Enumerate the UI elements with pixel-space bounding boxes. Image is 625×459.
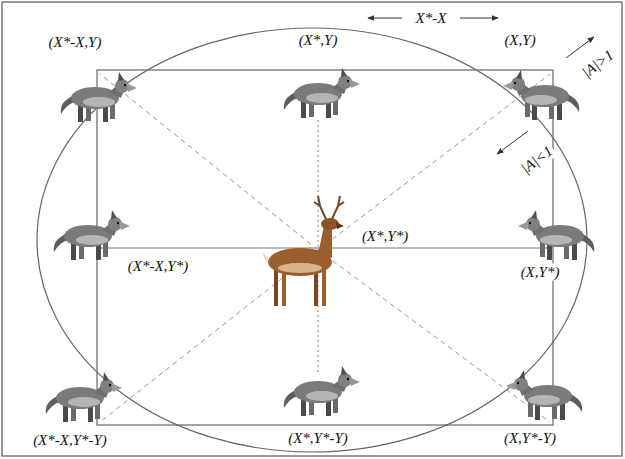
wolf-figure — [518, 210, 594, 260]
inward-arrow — [497, 131, 528, 154]
search-circle — [37, 28, 587, 452]
wolf-figure — [503, 70, 579, 120]
wolf-figure — [54, 210, 130, 260]
wolves — [46, 68, 595, 422]
arrow-left — [368, 18, 402, 19]
wolf-figure — [506, 370, 582, 420]
deer — [262, 196, 344, 306]
wolf-figure — [61, 72, 137, 122]
position-label: (X*,Y*-Y) — [286, 430, 350, 447]
position-label: (X*-X,Y) — [47, 34, 104, 51]
dotted-axis — [317, 120, 318, 372]
position-label: (X,Y*-Y) — [502, 430, 558, 447]
wolf-figure — [284, 366, 360, 416]
position-label: (X,Y*) — [519, 264, 562, 281]
wolf-figure — [46, 372, 122, 422]
position-label: (X,Y) — [502, 32, 537, 49]
arrow-right — [460, 18, 498, 19]
position-label: |A|>1 — [577, 45, 618, 82]
position-label: X*-X — [414, 10, 449, 27]
position-label: (X*,Y) — [297, 32, 340, 49]
wolf-figure — [284, 68, 360, 118]
position-label: (X*-X,Y*) — [126, 258, 190, 275]
outward-arrow — [566, 37, 594, 58]
position-square — [97, 70, 553, 425]
position-label: |A|<1 — [516, 141, 557, 178]
position-label: (X*-X,Y*-Y) — [31, 432, 109, 449]
position-label: (X*,Y*) — [360, 228, 410, 245]
dashed-rays — [100, 74, 550, 422]
